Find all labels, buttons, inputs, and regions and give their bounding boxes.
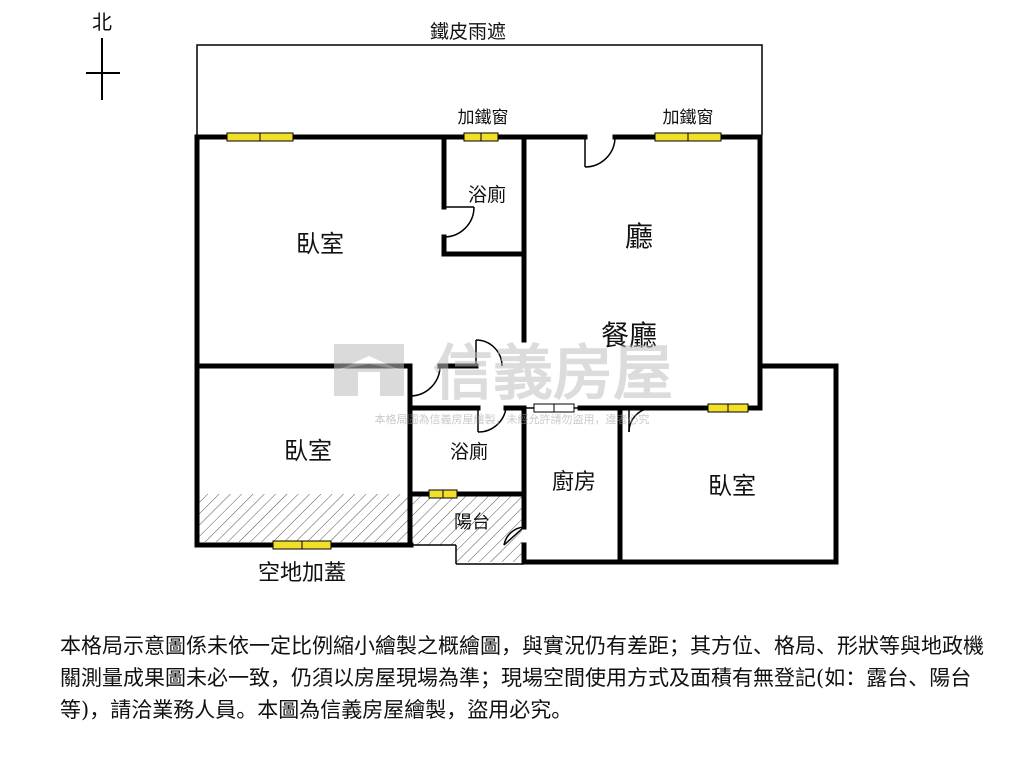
floor-plan: 北 鐵皮雨遮 (86, 10, 839, 586)
door-icon (477, 407, 507, 433)
north-arrow-icon (86, 38, 120, 100)
watermark-brand: 信義房屋 (433, 339, 673, 409)
walls (194, 134, 839, 565)
window-icon (707, 403, 749, 413)
room-label-bathroom-mid: 浴廁 (450, 440, 488, 463)
room-label-bedroom-left: 臥室 (284, 437, 332, 465)
watermark: 信義房屋 本格局圖為信義房屋繪製，未經允許請勿盜用，違者必究 (334, 339, 673, 426)
window-label-right: 加鐵窗 (663, 108, 714, 128)
room-label-living: 廳 (625, 220, 653, 253)
room-label-bedroom-right: 臥室 (708, 472, 756, 500)
canopy-label: 鐵皮雨遮 (430, 21, 506, 43)
room-label-extension: 空地加蓋 (258, 561, 346, 586)
brand-logo-icon (334, 344, 404, 396)
window-label-left: 加鐵窗 (458, 108, 509, 128)
window-icon (463, 132, 499, 142)
room-label-bedroom-top: 臥室 (296, 230, 344, 258)
window-icon (428, 489, 458, 499)
window-icon (654, 132, 722, 142)
window-icon (272, 540, 332, 550)
room-label-bathroom-top: 浴廁 (468, 183, 506, 206)
disclaimer-text: 本格局示意圖係未依一定比例縮小繪製之概繪圖，與實況仍有差距；其方位、格局、形狀等… (60, 634, 984, 722)
door-icon (409, 365, 441, 397)
door-icon (628, 407, 654, 433)
room-label-dining: 餐廳 (601, 319, 657, 352)
watermark-notice: 本格局圖為信義房屋繪製，未經允許請勿盜用，違者必究 (375, 412, 650, 426)
canopy-outline (196, 44, 763, 135)
door-icon (443, 206, 475, 238)
room-label-balcony: 陽台 (454, 512, 490, 533)
extension-hatch (198, 494, 408, 542)
door-icon (584, 136, 616, 168)
door-icon (503, 526, 525, 546)
door-icon (475, 339, 503, 367)
window-icon (226, 132, 294, 142)
north-label: 北 (92, 10, 112, 34)
window-icon (533, 403, 575, 413)
room-label-kitchen: 廚房 (552, 470, 596, 495)
